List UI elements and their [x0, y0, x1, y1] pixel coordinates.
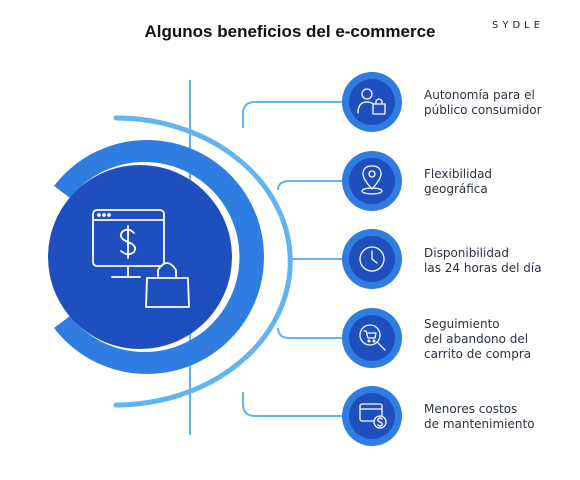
benefit-circle-2	[342, 151, 402, 211]
outer-arc	[113, 115, 293, 408]
benefit-label-1: Autonomía para el público consumidor	[424, 88, 574, 118]
shopping-bag-icon	[145, 262, 190, 308]
monitor-dollar-icon	[92, 209, 165, 278]
benefit-label-3-line-1: Disponibilidad	[424, 246, 509, 260]
benefit-label-5-line-2: de mantenimiento	[424, 417, 535, 431]
benefit-circle-1	[342, 72, 402, 132]
connector-5	[242, 392, 344, 417]
benefit-label-2: Flexibilidad geográfica	[424, 167, 574, 197]
benefit-label-2-line-1: Flexibilidad	[424, 167, 493, 181]
clock-icon	[359, 246, 385, 272]
location-pin-icon	[361, 165, 383, 195]
user-bag-icon	[357, 88, 386, 115]
benefit-label-4-line-1: Seguimiento	[424, 317, 500, 331]
benefit-label-2-line-2: geográfica	[424, 182, 488, 196]
cart-search-icon	[359, 324, 386, 351]
benefit-label-5-line-1: Menores costos	[424, 402, 518, 416]
benefit-label-4-line-2: del abandono del	[424, 332, 529, 346]
brand-logo: SYDLE	[492, 20, 545, 31]
benefit-label-1-line-1: Autonomía para el	[424, 88, 535, 102]
benefit-label-1-line-2: público consumidor	[424, 103, 542, 117]
browser-dollar-icon	[359, 403, 387, 429]
benefit-label-3-line-2: las 24 horas del día	[424, 261, 542, 275]
connector-4	[277, 327, 344, 339]
benefit-label-4: Seguimiento del abandono del carrito de …	[424, 317, 574, 362]
benefit-label-3: Disponibilidad las 24 horas del día	[424, 246, 574, 276]
benefit-label-4-line-3: carrito de compra	[424, 347, 532, 361]
benefit-circle-4	[342, 308, 402, 368]
benefit-circle-5	[342, 386, 402, 446]
connectors	[242, 101, 344, 417]
connector-2	[277, 180, 344, 191]
connector-1	[242, 101, 344, 128]
page-title: Algunos beneficios del e-commerce	[144, 22, 436, 41]
benefit-circle-3	[342, 229, 402, 289]
benefit-label-5: Menores costos de mantenimiento	[424, 402, 574, 432]
main-circle	[48, 165, 232, 349]
